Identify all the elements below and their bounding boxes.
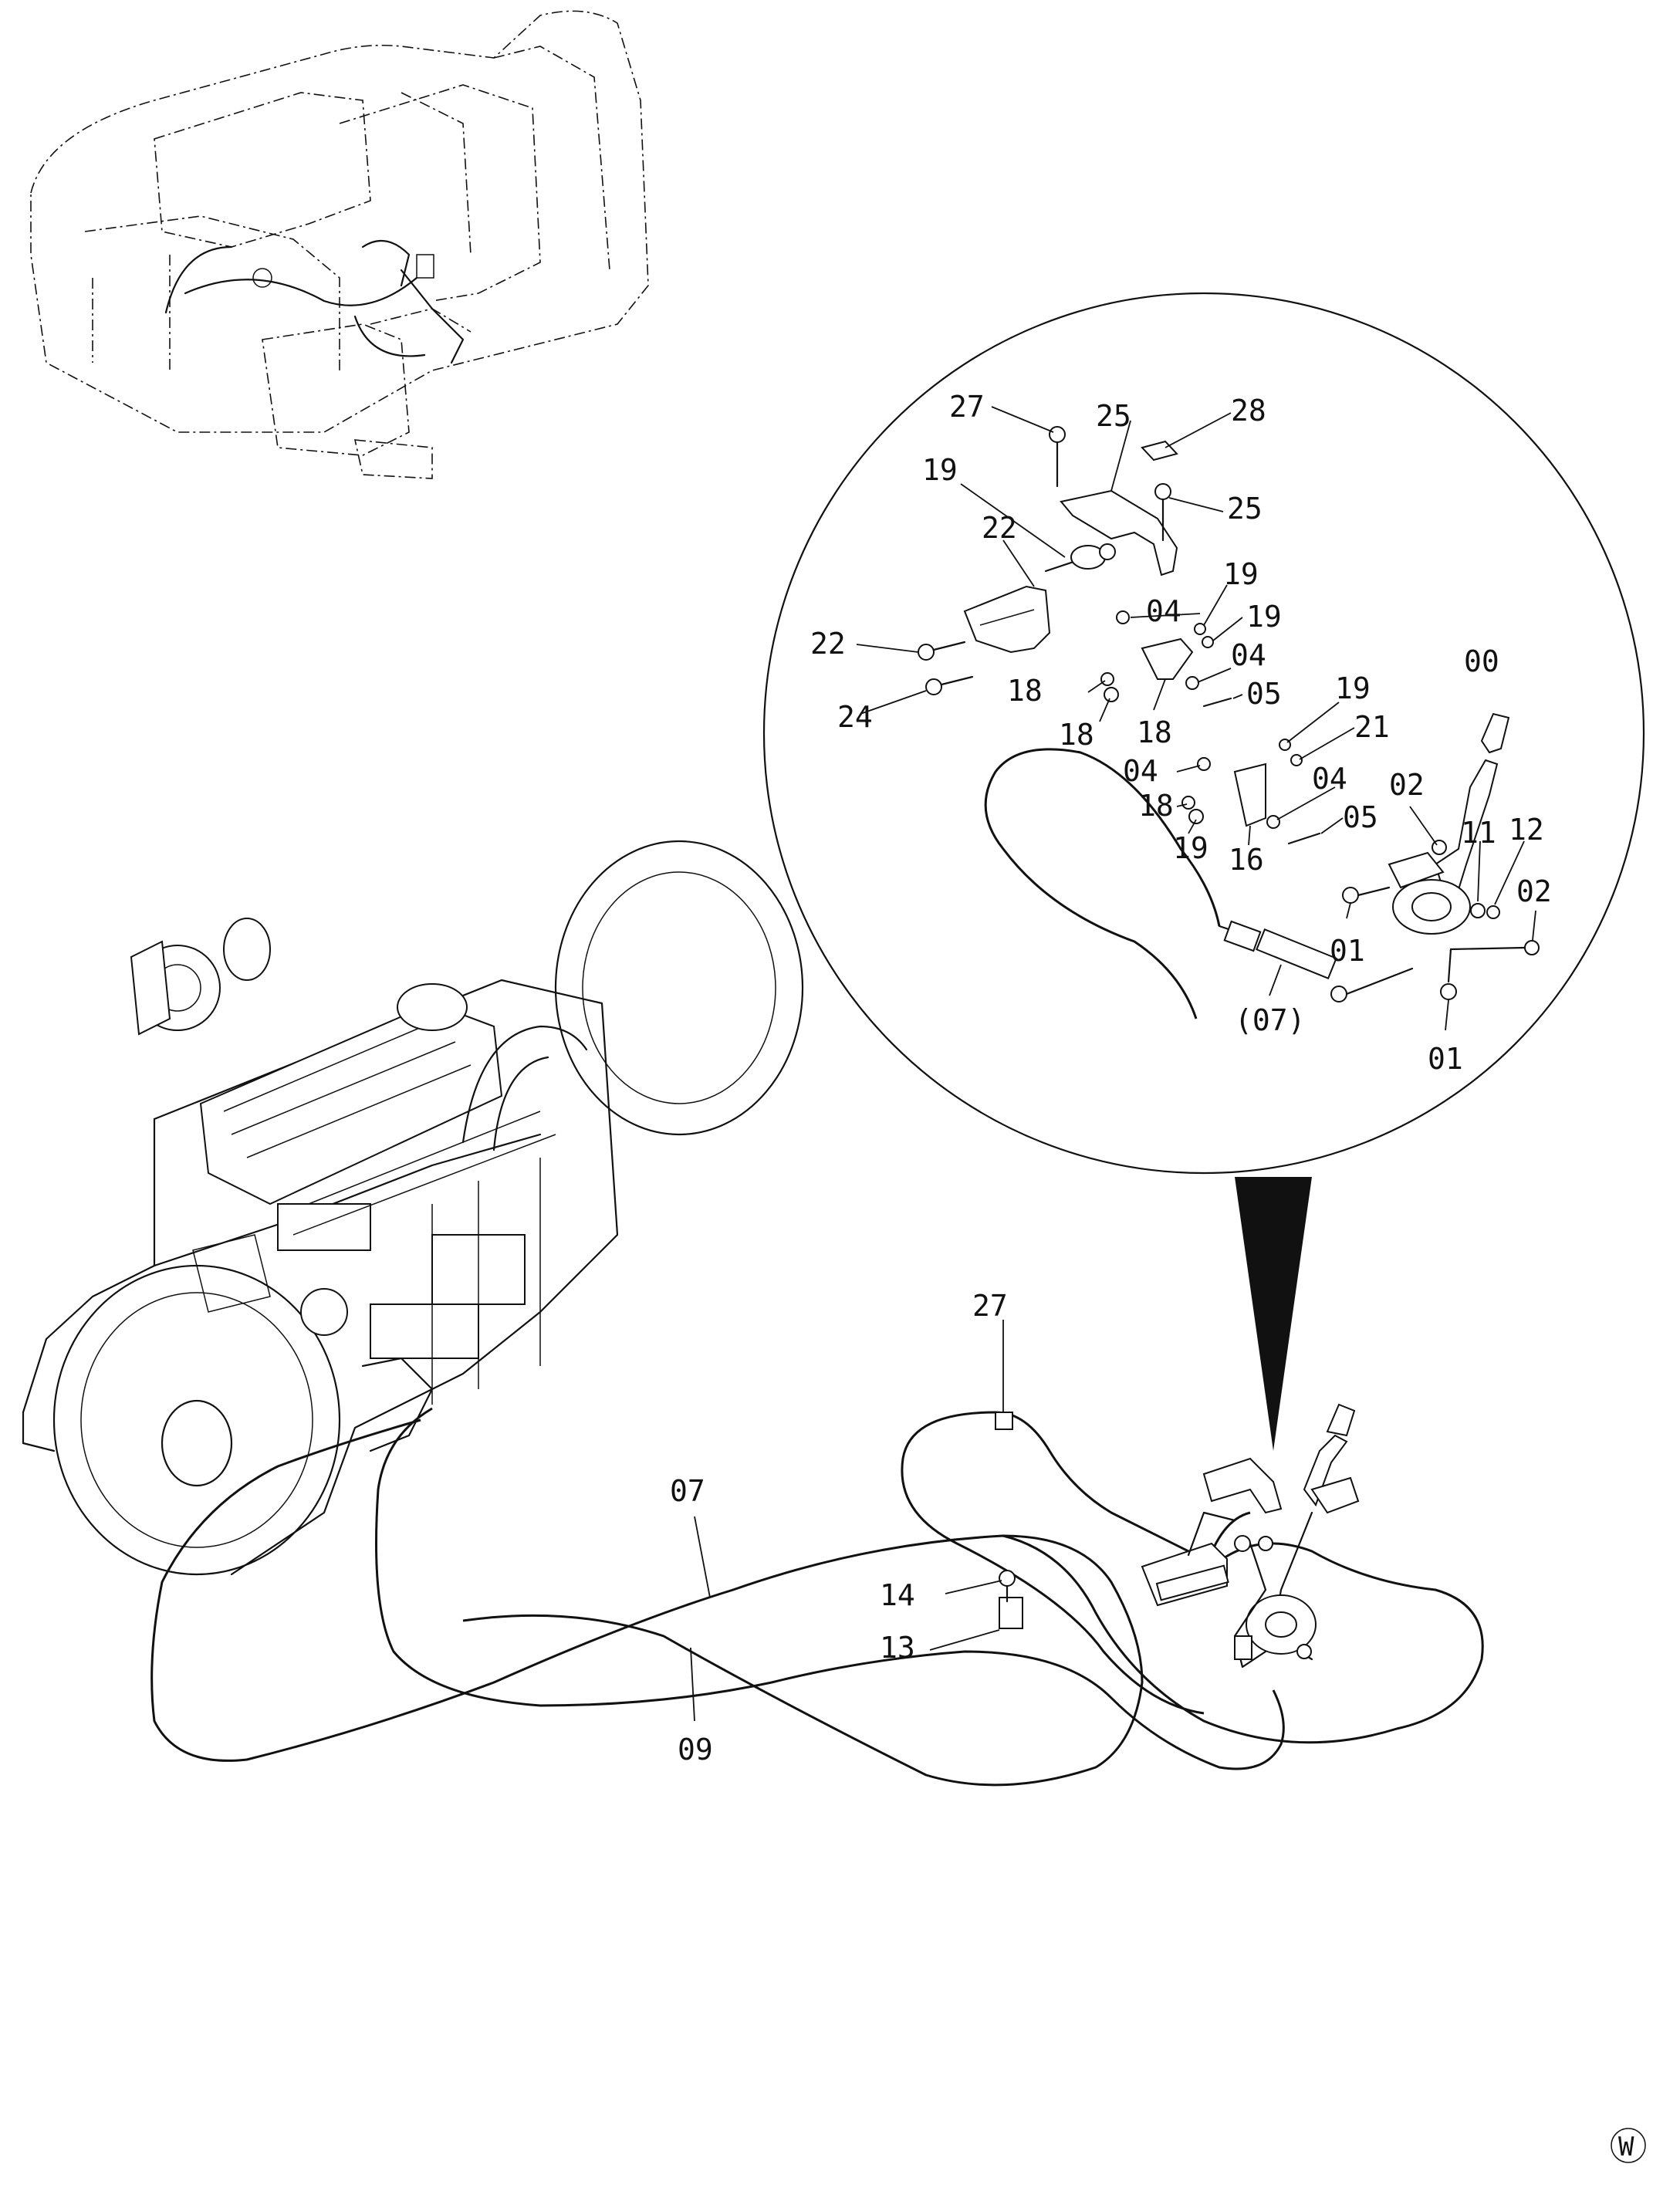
callout-labels: 27 25 28 25 19 22 22 24 04 19 19 04 05 1… (670, 390, 1552, 1767)
callout-label: 05 (1246, 677, 1282, 711)
callout-label: 02 (1389, 768, 1425, 802)
callout-label: 04 (1312, 762, 1347, 796)
callout-label: 04 (1231, 638, 1266, 672)
callout-label: 18 (1138, 789, 1174, 823)
callout-label: 01 (1330, 934, 1365, 968)
callout-label: 12 (1509, 813, 1544, 847)
callout-label: 13 (880, 1631, 915, 1665)
callout-label: 05 (1343, 800, 1378, 834)
callout-label: 19 (1246, 600, 1282, 634)
callout-label: 18 (1059, 718, 1094, 752)
engine-illustration (22, 840, 804, 1576)
callout-label: 27 (972, 1289, 1008, 1323)
callout-label: (07) (1235, 1003, 1306, 1037)
callout-label: 04 (1146, 594, 1181, 628)
callout-label: 02 (1516, 874, 1552, 908)
callout-label: 21 (1354, 710, 1390, 744)
machine-overview-sketch (30, 10, 649, 479)
callout-label: 16 (1229, 843, 1264, 877)
callout-label: 09 (678, 1733, 713, 1767)
callout-label: 19 (1173, 831, 1208, 865)
callout-label: 11 (1461, 816, 1496, 850)
corner-mark: W (1611, 2128, 1646, 2163)
callout-label: 22 (810, 627, 846, 661)
callout-label: 28 (1231, 394, 1266, 428)
leader-lines (690, 406, 1536, 1722)
callout-label: 25 (1227, 492, 1263, 526)
callout-label: 18 (1007, 674, 1043, 708)
bolt-icon (1440, 948, 1457, 1000)
bolt-icon (1154, 483, 1171, 542)
throttle-lever-icon (1388, 712, 1510, 935)
callout-label: 14 (880, 1578, 915, 1612)
bolt-icon (1049, 426, 1066, 488)
callout-label: 19 (1335, 671, 1371, 705)
bolt-icon (918, 641, 966, 661)
callout-label: 24 (837, 700, 873, 734)
callout-label: 25 (1096, 399, 1131, 433)
bolt-icon (999, 1570, 1016, 1603)
callout-label: 27 (949, 390, 985, 424)
callout-label: 00 (1464, 644, 1499, 678)
callout-label: 22 (982, 511, 1017, 545)
callout-label: 19 (1223, 557, 1259, 591)
callout-label: 19 (922, 453, 958, 487)
detail-pointer (1235, 1177, 1312, 1451)
bolt-icon (1342, 886, 1391, 904)
lever-assembly (1141, 1403, 1360, 1669)
detail-view (762, 292, 1645, 1451)
callout-label: 18 (1137, 715, 1172, 749)
callout-label: 01 (1428, 1042, 1463, 1076)
corner-mark-letter: W (1618, 2132, 1634, 2162)
callout-label: 07 (670, 1474, 705, 1508)
callout-label: 04 (1123, 754, 1158, 788)
bolt-icon (925, 675, 974, 695)
